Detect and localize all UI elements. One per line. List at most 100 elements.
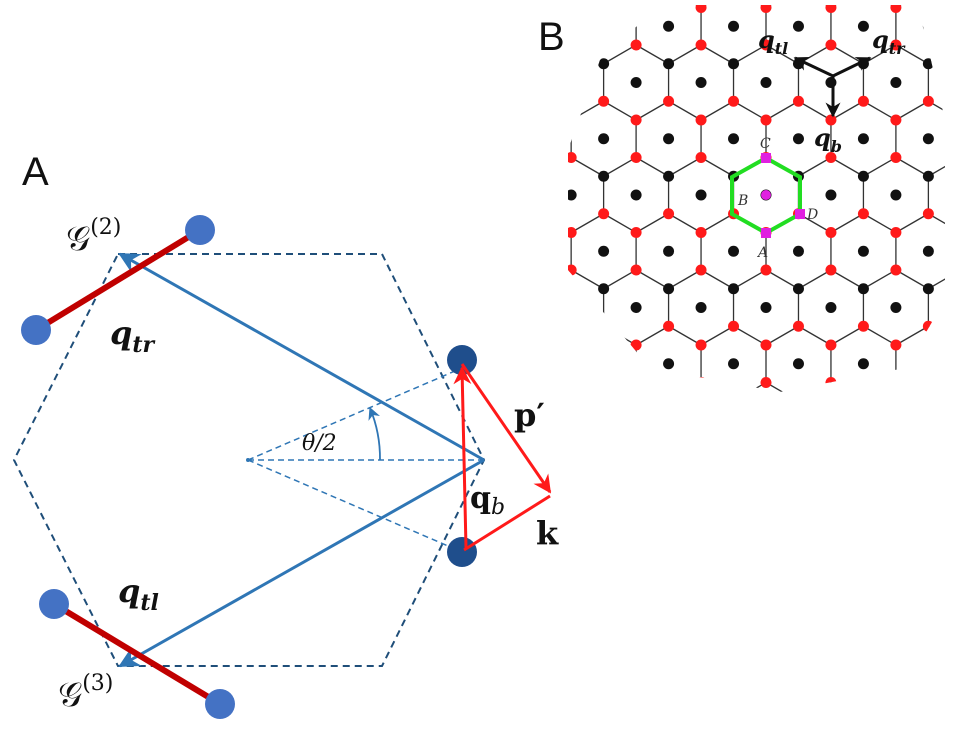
p-prime-label: p′ (514, 396, 545, 434)
lattice-bond (669, 439, 701, 458)
lattice-bond (961, 383, 968, 402)
lattice-bond (830, 269, 864, 290)
lattice-site (598, 245, 610, 257)
lattice-bond (279, 158, 311, 177)
lattice-bond (279, 495, 311, 514)
lattice-bond (568, 213, 572, 234)
lattice-bond (246, 158, 278, 177)
lattice-bond (214, 214, 246, 233)
lattice-bond (798, 100, 832, 121)
lattice-bond (700, 44, 734, 65)
lattice-bond (830, 100, 864, 121)
lattice-site (598, 95, 610, 107)
lattice-site (598, 208, 610, 220)
lattice-site (760, 377, 772, 388)
lattice-site (598, 170, 610, 182)
lattice-bond (733, 325, 767, 346)
lattice-bond (441, 495, 473, 514)
lattice-site (955, 152, 966, 163)
lattice-bond (474, 158, 506, 177)
panel-a: A θ/2 𝒢(2) 𝒢(3) qtr qtl qb (12, 150, 559, 719)
lattice-site (568, 302, 577, 313)
lattice-bond (568, 156, 572, 177)
lattice-bond (635, 269, 669, 290)
lattice-bond (831, 439, 863, 458)
lattice-bond (409, 101, 441, 120)
lattice-bond (895, 44, 929, 65)
lattice-bond (863, 495, 895, 514)
lattice-bond (246, 101, 278, 120)
lattice-bond (928, 325, 945, 346)
lattice-bond (961, 101, 968, 120)
lattice-bond (409, 383, 441, 402)
lattice-site (568, 152, 577, 163)
lattice-site (695, 302, 707, 313)
lattice-bond (669, 495, 701, 514)
lattice-bond (568, 325, 572, 346)
lattice-bond (604, 551, 636, 570)
lattice-bond (376, 101, 408, 120)
lattice-site (825, 264, 837, 276)
lattice-bond (765, 325, 799, 346)
lattice-bond (441, 439, 473, 458)
lattice-site (922, 133, 934, 145)
lattice-bond (506, 101, 538, 120)
lattice-site (922, 283, 934, 295)
lattice-site (663, 396, 674, 407)
lattice-bond (863, 269, 897, 290)
lattice-bond (798, 156, 832, 177)
lattice-site (922, 95, 934, 107)
lattice-bond (279, 270, 311, 289)
lattice-bond (798, 325, 832, 346)
lattice-bond (311, 383, 343, 402)
lattice-bond (798, 495, 830, 514)
lattice-site (923, 396, 934, 407)
lattice-site (760, 39, 772, 51)
panel-a-letter: A (22, 150, 49, 194)
lattice-bond (506, 158, 538, 177)
lattice-site (922, 245, 934, 257)
lattice-bond (311, 45, 343, 64)
lattice-bond (474, 270, 506, 289)
lattice-site (890, 114, 902, 126)
lattice-site (955, 302, 966, 313)
lattice-site (825, 339, 837, 351)
lattice-site (568, 39, 577, 51)
lattice-bond (928, 381, 945, 392)
lattice-site (793, 396, 804, 407)
g3-dot-left (39, 589, 69, 619)
lattice-site (922, 58, 934, 70)
lattice-site (728, 358, 740, 370)
theta-arc (368, 406, 381, 461)
lattice-bond (896, 495, 928, 514)
lattice-bond (568, 269, 572, 290)
lattice-bond (603, 381, 637, 392)
lattice-bond (214, 158, 246, 177)
lattice-bond (863, 156, 897, 177)
lattice-bond (765, 269, 799, 290)
lattice-bond (279, 326, 311, 345)
lattice-site (566, 415, 577, 426)
lattice-bond (506, 0, 538, 8)
lattice-bond (506, 214, 538, 233)
lattice-bond (701, 495, 733, 514)
lattice-bond (279, 214, 311, 233)
lattice-site (955, 2, 966, 13)
lattice-bond (311, 0, 343, 8)
lattice-bond (570, 5, 604, 9)
lattice-site (760, 264, 772, 276)
lattice-bond (798, 269, 832, 290)
lattice-bond (568, 100, 572, 121)
center-to-top-dashed (247, 367, 463, 461)
lattice-site (890, 152, 902, 163)
site-a-marker (761, 228, 771, 238)
lattice-bond (246, 45, 278, 64)
lattice-bond (928, 213, 945, 234)
lattice-bond (733, 44, 767, 65)
lattice-bond (700, 381, 734, 392)
lattice-bond (441, 0, 473, 8)
k-label: k (536, 514, 559, 552)
lattice-site (760, 77, 772, 88)
lattice-bond (311, 101, 343, 120)
lattice-bond (246, 270, 278, 289)
